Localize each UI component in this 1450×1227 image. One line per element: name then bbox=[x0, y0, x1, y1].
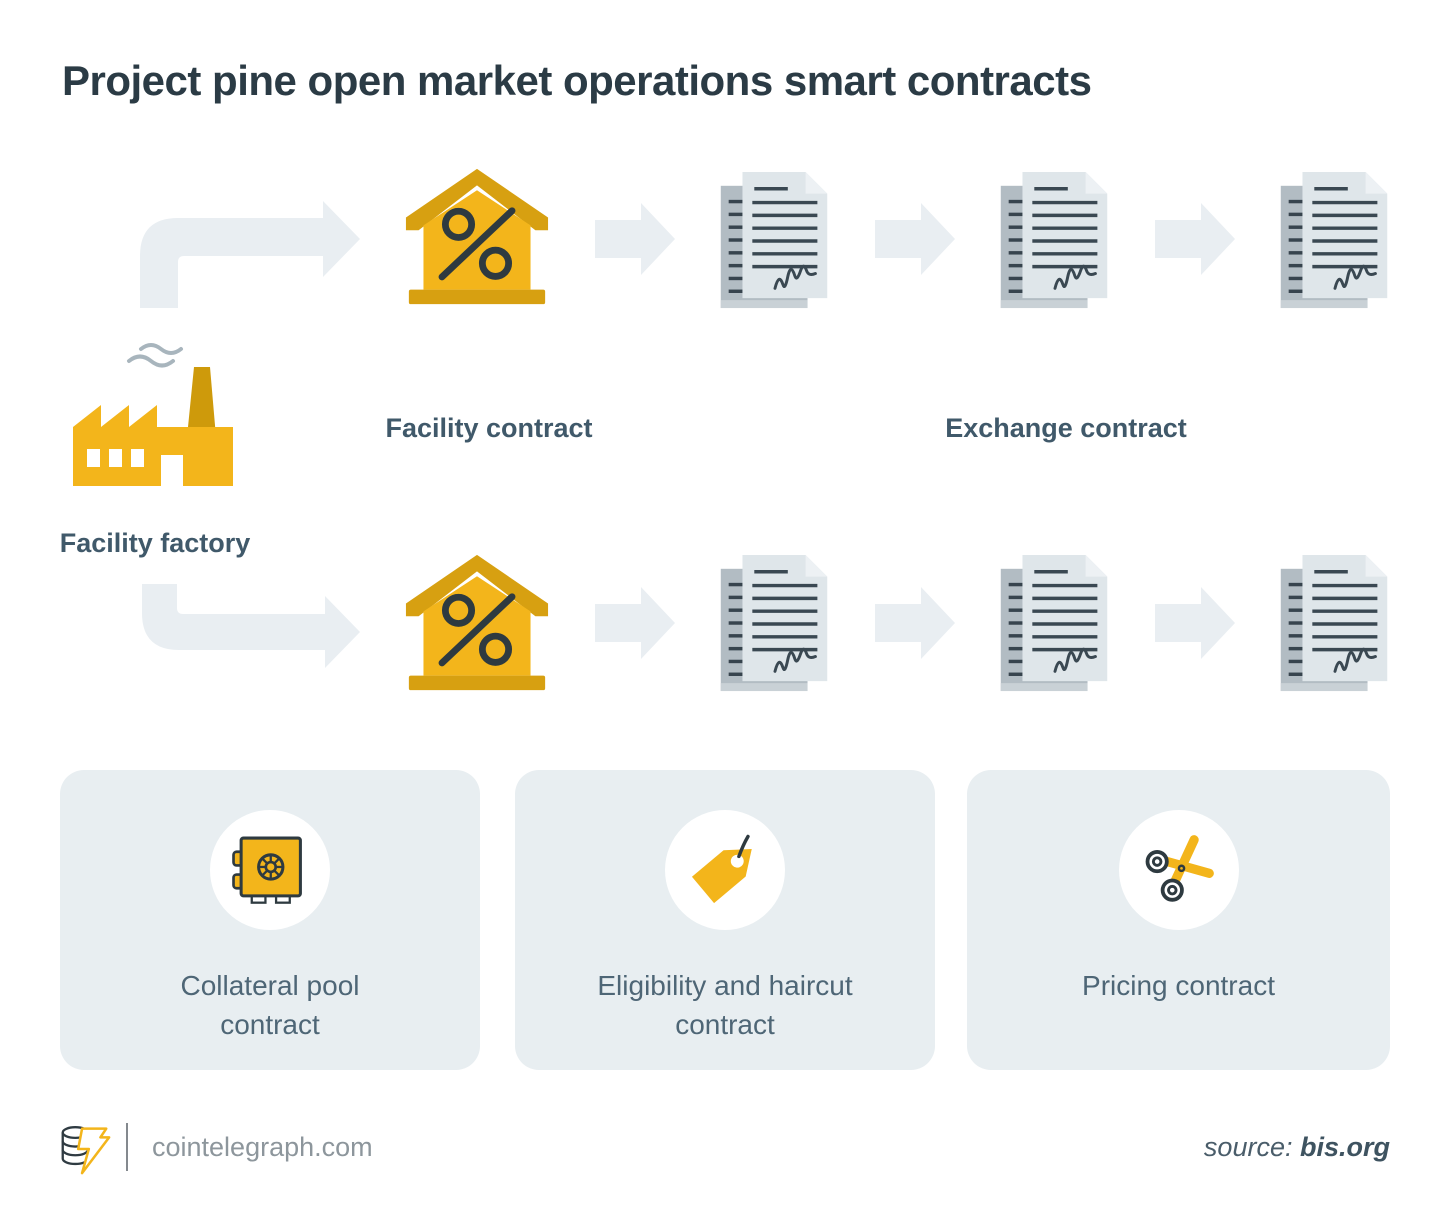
cointelegraph-logo-icon bbox=[55, 1119, 113, 1177]
elbow-arrow-up-icon bbox=[140, 200, 360, 310]
footer-source: source: bis.org bbox=[1204, 1132, 1390, 1163]
footer-divider bbox=[126, 1123, 128, 1171]
contract-document-icon bbox=[1000, 555, 1110, 693]
elbow-arrow-down-icon bbox=[142, 584, 360, 670]
arrow-right-icon bbox=[875, 587, 955, 659]
pricing-contract-card: Pricing contract bbox=[967, 770, 1390, 1070]
card-icon-circle bbox=[665, 810, 785, 930]
arrow-right-icon bbox=[1155, 203, 1235, 275]
scissors-icon bbox=[1137, 828, 1221, 912]
page-title: Project pine open market operations smar… bbox=[62, 57, 1092, 104]
tag-icon bbox=[682, 827, 768, 913]
card-label: Collateral pool contract bbox=[180, 970, 360, 1040]
contract-document-icon bbox=[1000, 172, 1110, 310]
contract-document-icon bbox=[720, 555, 830, 693]
source-prefix: source: bbox=[1203, 1132, 1293, 1162]
source-value: bis.org bbox=[1299, 1132, 1390, 1162]
arrow-right-icon bbox=[595, 587, 675, 659]
factory-icon bbox=[73, 337, 235, 517]
contract-document-icon bbox=[1280, 172, 1390, 310]
arrow-right-icon bbox=[875, 203, 955, 275]
facility-factory-label: Facility factory bbox=[59, 528, 251, 558]
card-icon-circle bbox=[1118, 810, 1239, 930]
card-icon-circle bbox=[210, 810, 330, 930]
arrow-right-icon bbox=[595, 203, 675, 275]
contract-document-icon bbox=[720, 172, 830, 310]
card-label: Eligibility and haircut contract bbox=[597, 970, 853, 1040]
eligibility-haircut-card: Eligibility and haircut contract bbox=[515, 770, 935, 1070]
facility-house-icon bbox=[404, 167, 550, 308]
exchange-contract-label: Exchange contract bbox=[945, 413, 1187, 443]
contract-document-icon bbox=[1280, 555, 1390, 693]
arrow-right-icon bbox=[1155, 587, 1235, 659]
collateral-pool-card: Collateral pool contract bbox=[60, 770, 480, 1070]
facility-contract-label: Facility contract bbox=[385, 413, 593, 443]
facility-house-icon bbox=[404, 553, 550, 694]
footer-site-url: cointelegraph.com bbox=[152, 1132, 373, 1162]
card-label: Pricing contract bbox=[1082, 970, 1275, 1001]
safe-icon bbox=[232, 832, 308, 908]
